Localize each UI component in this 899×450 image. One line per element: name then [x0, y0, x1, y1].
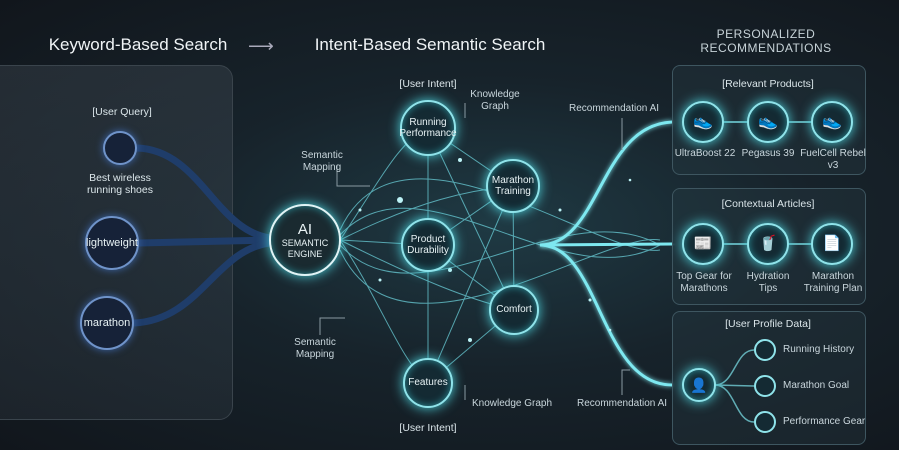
- document-icon[interactable]: 📄: [811, 223, 853, 265]
- newspaper-icon[interactable]: 📰: [682, 223, 724, 265]
- annotation-leaders: [319, 103, 630, 400]
- user-query-label: [User Query]: [92, 106, 152, 118]
- user-intent-label-top: [User Intent]: [399, 78, 457, 90]
- query-node-1: [103, 131, 137, 165]
- profile-node: [754, 339, 776, 361]
- recommendation-ai-annotation-2: Recommendation AI: [576, 398, 668, 409]
- recommendation-ai-annotation-1: Recommendation AI: [568, 103, 660, 114]
- query-node-marathon: marathon: [80, 296, 134, 350]
- user-intent-label-bottom: [User Intent]: [399, 422, 457, 434]
- keyword-search-title: Keyword-Based Search: [48, 35, 228, 54]
- knowledge-graph-annotation-2: Knowledge Graph: [471, 398, 553, 409]
- user-icon: 👤: [682, 368, 716, 402]
- recommendation-flows: [539, 120, 673, 387]
- shoe-icon[interactable]: 👟: [682, 101, 724, 143]
- profile-item: Marathon Goal: [783, 380, 850, 391]
- shoe-icon[interactable]: 👟: [747, 101, 789, 143]
- profile-node: [754, 375, 776, 397]
- profile-links: [714, 349, 755, 423]
- semantic-search-title: Intent-Based Semantic Search: [314, 35, 546, 54]
- relevant-products-label: [Relevant Products]: [722, 78, 814, 90]
- contextual-articles-label: [Contextual Articles]: [721, 198, 815, 210]
- profile-node: [754, 411, 776, 433]
- query-connectors: [133, 144, 271, 327]
- shoe-icon[interactable]: 👟: [811, 101, 853, 143]
- product-name[interactable]: UltraBoost 22: [674, 148, 736, 159]
- intent-comfort: Comfort: [489, 285, 539, 335]
- arrow-right-icon: ⟶: [248, 36, 274, 56]
- user-profile-label: [User Profile Data]: [725, 318, 811, 330]
- intent-features: Features: [403, 358, 453, 408]
- profile-item: Running History: [783, 344, 855, 355]
- cup-icon[interactable]: 🥤: [747, 223, 789, 265]
- query-node-lightweight: lightweight: [85, 216, 139, 270]
- particles: [358, 158, 632, 342]
- profile-item: Performance Gear: [783, 416, 866, 427]
- product-name[interactable]: Pegasus 39: [741, 148, 795, 159]
